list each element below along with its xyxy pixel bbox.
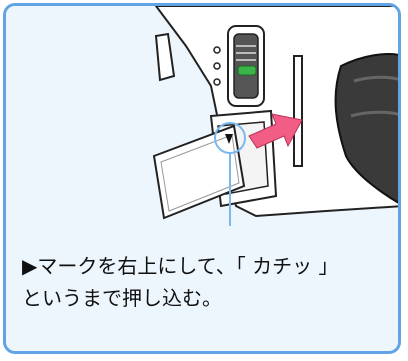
side-slot xyxy=(293,55,303,167)
card-triangle-mark xyxy=(225,134,233,144)
indicator-led xyxy=(237,65,257,76)
dot-1 xyxy=(213,46,221,54)
memory-card xyxy=(152,124,246,220)
camera-card-insertion-illustration xyxy=(6,6,398,226)
instruction-caption: ▶マークを右上にして、「 カチッ 」 というまで押し込む。 xyxy=(22,250,392,314)
camera-tab xyxy=(154,32,176,82)
caption-line-1: ▶マークを右上にして、「 カチッ 」 xyxy=(22,254,339,278)
camera-body xyxy=(154,6,398,218)
dot-2 xyxy=(213,62,221,70)
instruction-panel: ▶マークを右上にして、「 カチッ 」 というまで押し込む。 xyxy=(3,3,401,354)
insert-arrow xyxy=(248,113,303,149)
caption-line-2: というまで押し込む。 xyxy=(22,286,222,310)
dot-3 xyxy=(213,78,221,86)
camera-grip xyxy=(334,53,398,204)
